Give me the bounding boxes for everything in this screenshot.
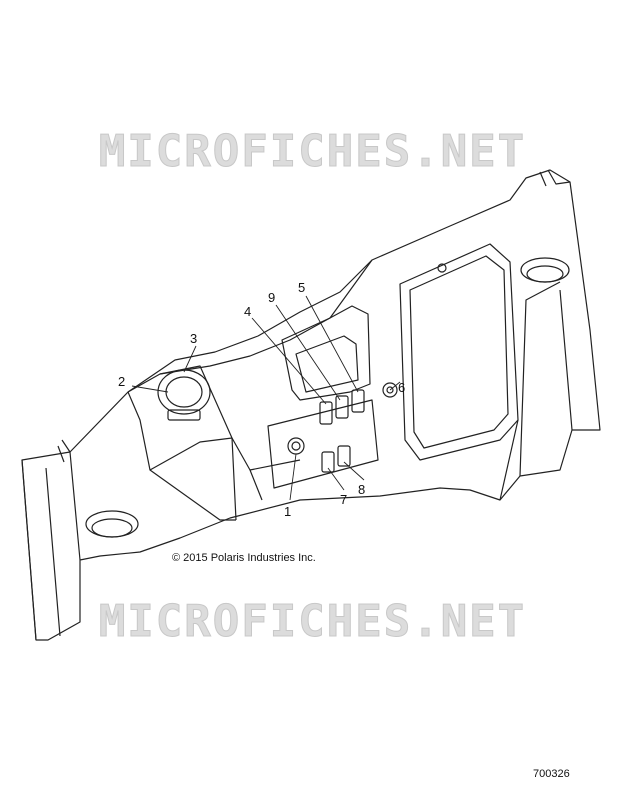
watermark-top: MICROFICHES.NET (98, 126, 527, 178)
callout-3: 3 (190, 331, 197, 346)
callout-1: 1 (284, 504, 291, 519)
copyright-notice: © 2015 Polaris Industries Inc. (172, 552, 316, 564)
callout-9: 9 (268, 290, 275, 305)
callout-4: 4 (244, 304, 251, 319)
watermark-bottom: MICROFICHES.NET (98, 596, 527, 648)
figure-number: 700326 (533, 768, 570, 780)
callout-6: 6 (398, 380, 405, 395)
callout-leaders (131, 295, 401, 501)
callout-2: 2 (118, 374, 125, 389)
callout-5: 5 (298, 280, 305, 295)
dashboard-outline (21, 169, 601, 641)
callout-7: 7 (340, 492, 347, 507)
callout-8: 8 (358, 482, 365, 497)
